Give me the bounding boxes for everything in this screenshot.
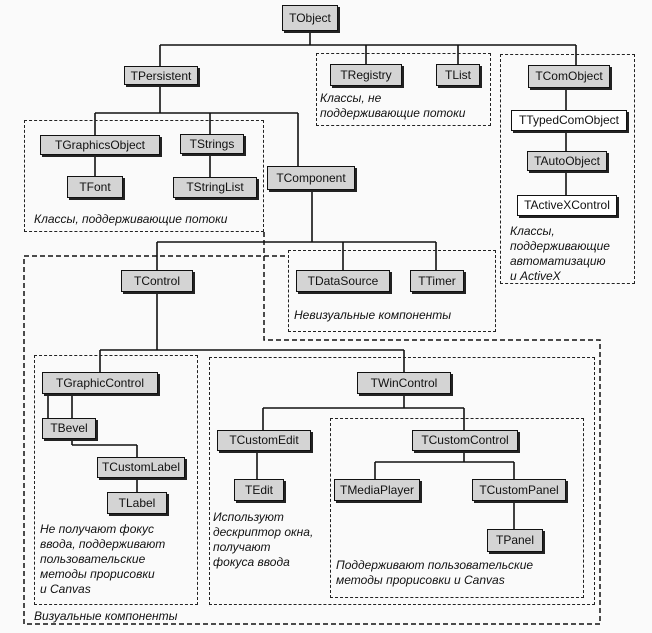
- note-line: Визуальные компоненты: [34, 609, 178, 623]
- class-tobject: TObject: [282, 5, 338, 31]
- note-line: получают: [213, 540, 271, 554]
- class-tbevel: TBevel: [42, 418, 96, 439]
- non-stream-classes-region: [316, 53, 491, 126]
- class-tedit: TEdit: [234, 479, 284, 501]
- note-line: Невизуальные компоненты: [294, 308, 452, 322]
- note-stream-classes: Классы, поддерживающие потоки: [34, 212, 227, 227]
- note-line: Не получают фокус: [40, 522, 155, 536]
- note-line: ввода, поддерживают: [40, 537, 166, 551]
- note-graphic-control: Не получают фокус ввода, поддерживают по…: [40, 522, 165, 597]
- note-visual-components: Визуальные компоненты: [34, 609, 177, 624]
- class-tpersistent: TPersistent: [124, 66, 198, 85]
- note-nonvisual-components: Невизуальные компоненты: [294, 308, 451, 323]
- class-tactivexcontrol: TActiveXControl: [517, 195, 617, 216]
- class-tlist: TList: [436, 64, 480, 86]
- graphic-control-region: [34, 355, 198, 605]
- class-tcustomedit: TCustomEdit: [217, 430, 311, 451]
- class-tgraphicsobject: TGraphicsObject: [40, 135, 160, 155]
- class-tregistry: TRegistry: [330, 64, 402, 86]
- note-line: Классы,: [510, 224, 555, 238]
- note-line: фокуса ввода: [213, 555, 290, 569]
- class-ttimer: TTimer: [410, 270, 464, 292]
- class-twincontrol: TWinControl: [357, 372, 451, 394]
- note-line: Классы, поддерживающие потоки: [34, 212, 228, 226]
- class-tcustompanel: TCustomPanel: [472, 479, 566, 501]
- class-tfont: TFont: [67, 176, 123, 198]
- note-automation-classes: Классы, поддерживающие автоматизацию и A…: [510, 224, 610, 284]
- note-custom-draw: Поддерживают пользовательские методы про…: [336, 558, 533, 588]
- note-line: дескриптор окна,: [213, 525, 314, 539]
- win-control-region: [209, 357, 595, 605]
- note-line: поддерживающие потоки: [320, 106, 466, 120]
- note-line: Классы, не: [320, 91, 382, 105]
- class-tcomobject: TComObject: [528, 65, 610, 88]
- note-line: и ActiveX: [510, 269, 561, 283]
- class-tlabel: TLabel: [107, 492, 167, 514]
- class-tmediaplayer: TMediaPlayer: [334, 479, 420, 501]
- note-line: Используют: [213, 510, 284, 524]
- class-tcontrol: TControl: [121, 270, 193, 292]
- note-window-handle: Используют дескриптор окна, получают фок…: [213, 510, 313, 570]
- class-tcustomlabel: TCustomLabel: [97, 457, 185, 478]
- note-line: методы прорисовки: [40, 567, 155, 581]
- note-line: поддерживающие: [510, 239, 610, 253]
- class-tstrings: TStrings: [180, 134, 244, 154]
- class-tstringlist: TStringList: [173, 177, 257, 198]
- note-line: пользовательские: [40, 552, 146, 566]
- class-tgraphiccontrol: TGraphicControl: [42, 372, 158, 394]
- note-line: Поддерживают пользовательские: [336, 558, 534, 572]
- note-non-stream-classes: Классы, не поддерживающие потоки: [320, 91, 465, 121]
- note-line: методы прорисовки и Canvas: [336, 573, 505, 587]
- class-tautoobject: TAutoObject: [527, 151, 607, 171]
- note-line: и Canvas: [40, 582, 91, 596]
- stream-classes-region: [24, 120, 264, 232]
- class-tpanel: TPanel: [487, 529, 543, 552]
- class-tcomponent: TComponent: [267, 166, 355, 190]
- class-tcustomcontrol: TCustomControl: [412, 430, 518, 451]
- class-ttypedcomobject: TTypedComObject: [511, 110, 627, 131]
- custom-control-region: [330, 418, 584, 598]
- class-tdatasource: TDataSource: [296, 270, 390, 292]
- note-line: автоматизацию: [510, 254, 606, 268]
